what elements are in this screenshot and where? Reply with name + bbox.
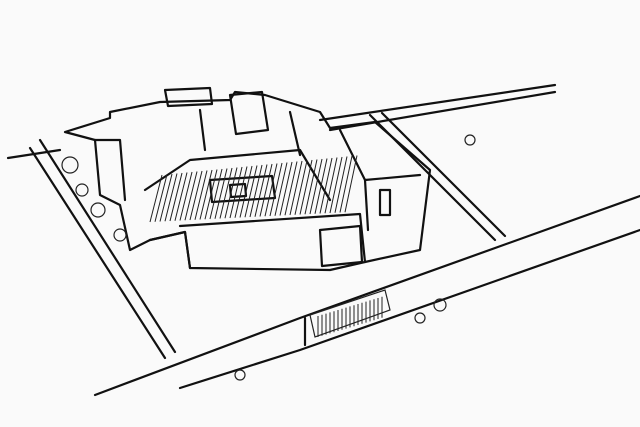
hatch-line [284, 161, 298, 216]
vegetation [61, 134, 476, 381]
hatch-line [239, 165, 253, 218]
hatch-line [234, 166, 248, 218]
hatch-line [224, 167, 238, 219]
hatch-line [249, 164, 263, 218]
road-crossing-hatch [317, 296, 383, 337]
hatch-line [214, 168, 228, 219]
road [93, 194, 640, 397]
hatch-line [334, 156, 348, 213]
hatch-line [244, 165, 258, 218]
hatch-line [179, 171, 193, 221]
hatch-line [319, 157, 333, 214]
courtyard-hatching [149, 155, 358, 223]
hatch-line [194, 170, 208, 220]
site-boundary [6, 83, 557, 360]
hatch-line [254, 164, 268, 217]
hatch-line [299, 159, 313, 215]
hatch-line [159, 173, 173, 222]
hatch-line [304, 159, 318, 215]
hatch-line [264, 163, 278, 217]
hatch-line [294, 160, 308, 215]
hatch-line [209, 168, 223, 220]
hatch-line [169, 172, 183, 222]
hatch-line [174, 172, 188, 221]
hatch-line [154, 174, 168, 222]
hatch-line [324, 157, 338, 214]
hatch-line [344, 155, 358, 213]
hatch-line [314, 158, 328, 214]
hatch-line [274, 162, 288, 216]
hatch-line [229, 166, 243, 219]
hatch-line [259, 163, 273, 217]
hatch-line [289, 160, 303, 216]
hatch-line [164, 173, 178, 222]
hatch-line [189, 170, 203, 221]
hatch-line [309, 158, 323, 215]
hatch-line [199, 169, 213, 220]
hatch-line [329, 156, 343, 214]
hatch-line [204, 169, 218, 220]
hatch-line [339, 155, 353, 213]
hatch-line [269, 162, 283, 217]
hatch-line [279, 161, 293, 216]
hatch-line [149, 174, 163, 223]
hatch-line [219, 167, 233, 219]
hatch-line [184, 171, 198, 221]
